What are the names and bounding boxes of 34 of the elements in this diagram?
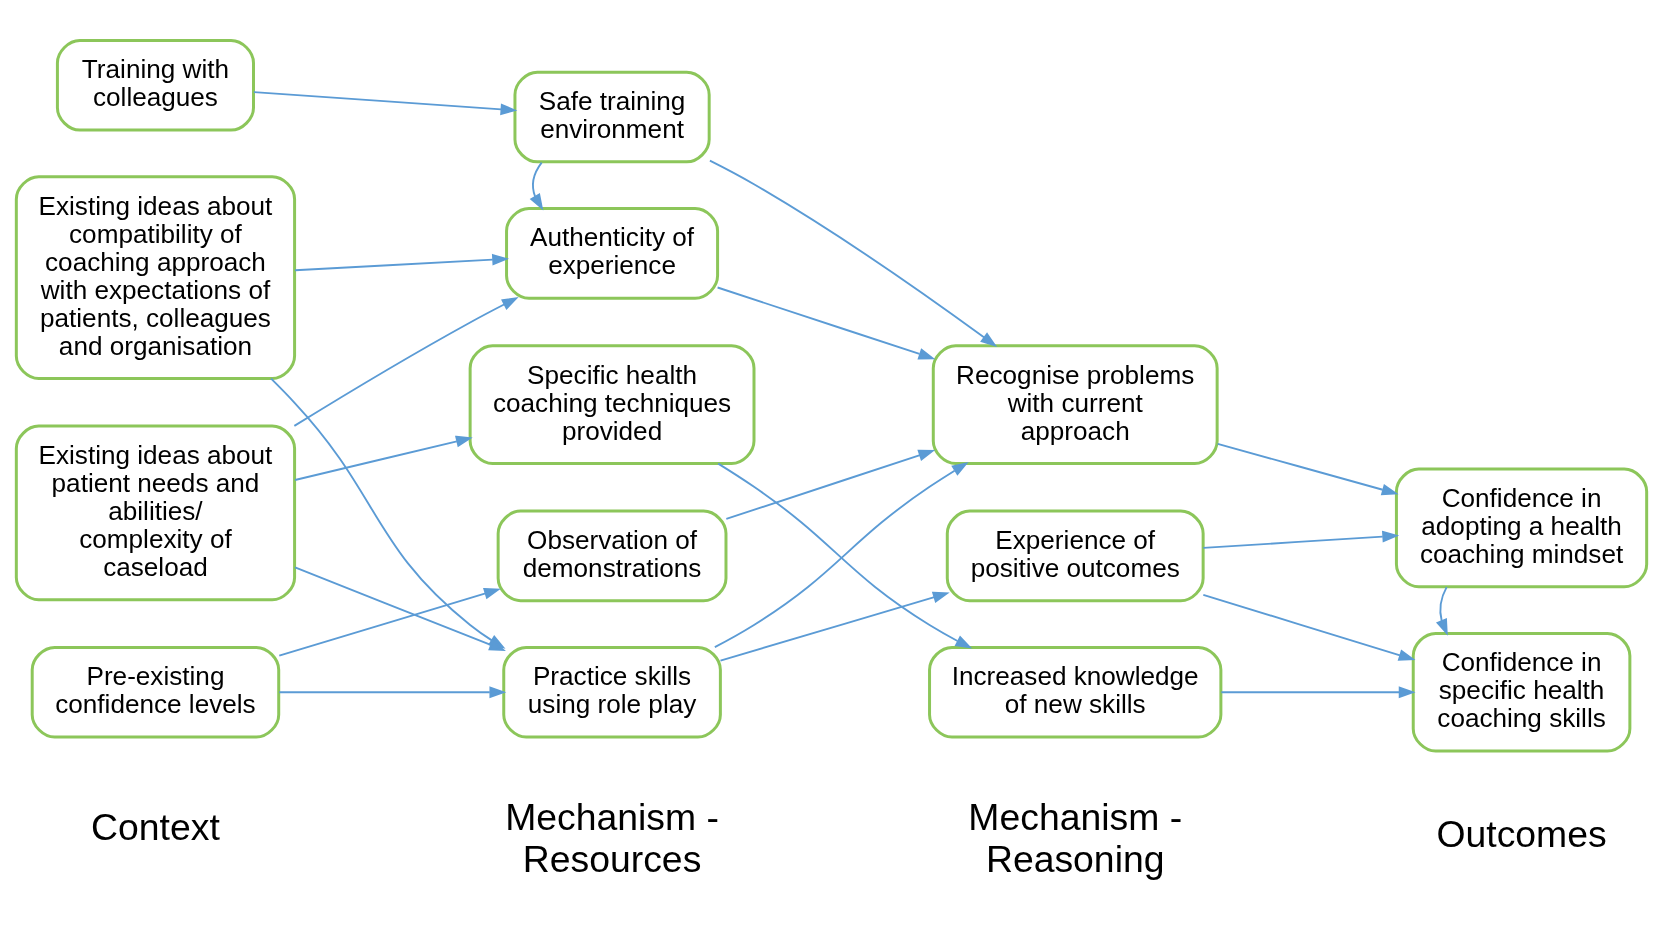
node-box: Pre-existing confidence levels [30,645,281,739]
label: Mechanism - Resources [505,796,719,880]
arrow [278,588,501,657]
arrow [278,686,507,699]
arrow [719,591,950,662]
arrow [1435,586,1448,636]
arrow [252,91,518,116]
node-box: Authenticity of experience [505,207,720,300]
arrow [708,159,998,348]
arrow [294,435,473,481]
node-box: Safe training environment [513,70,711,164]
arrow [1202,530,1400,549]
node-box: Confidence in specific health coaching skills [1411,631,1632,753]
label: Mechanism - Reasoning [968,796,1183,880]
node-box: Experience of positive outcomes [945,509,1205,603]
node-box: Recognise problems with current approach [931,344,1219,465]
node-box: Specific health coaching techniques provided [468,344,756,465]
arrow [1202,593,1416,661]
arrow [1220,686,1416,699]
arrow [725,449,936,520]
arrow [294,253,510,272]
node-box: Confidence in adopting a health coaching mindset [1394,467,1649,589]
label: Context [91,805,220,848]
node-box: Existing ideas about compatibility of coaching approach with expectations of patients, colleagues and organisation [14,175,297,380]
node-box: Observation of demonstrations [496,509,728,603]
node-box: Training with colleagues [55,38,255,132]
node-box: Increased knowledge of new skills [928,645,1223,739]
arrow [529,161,544,211]
label: Outcomes [1436,813,1607,856]
arrow [293,297,519,427]
node-box: Practice skills using role play [502,645,722,739]
node-box: Existing ideas about patient needs and abilities/ complexity of caseload [14,424,297,602]
arrow [716,286,936,360]
arrow [1216,442,1399,496]
